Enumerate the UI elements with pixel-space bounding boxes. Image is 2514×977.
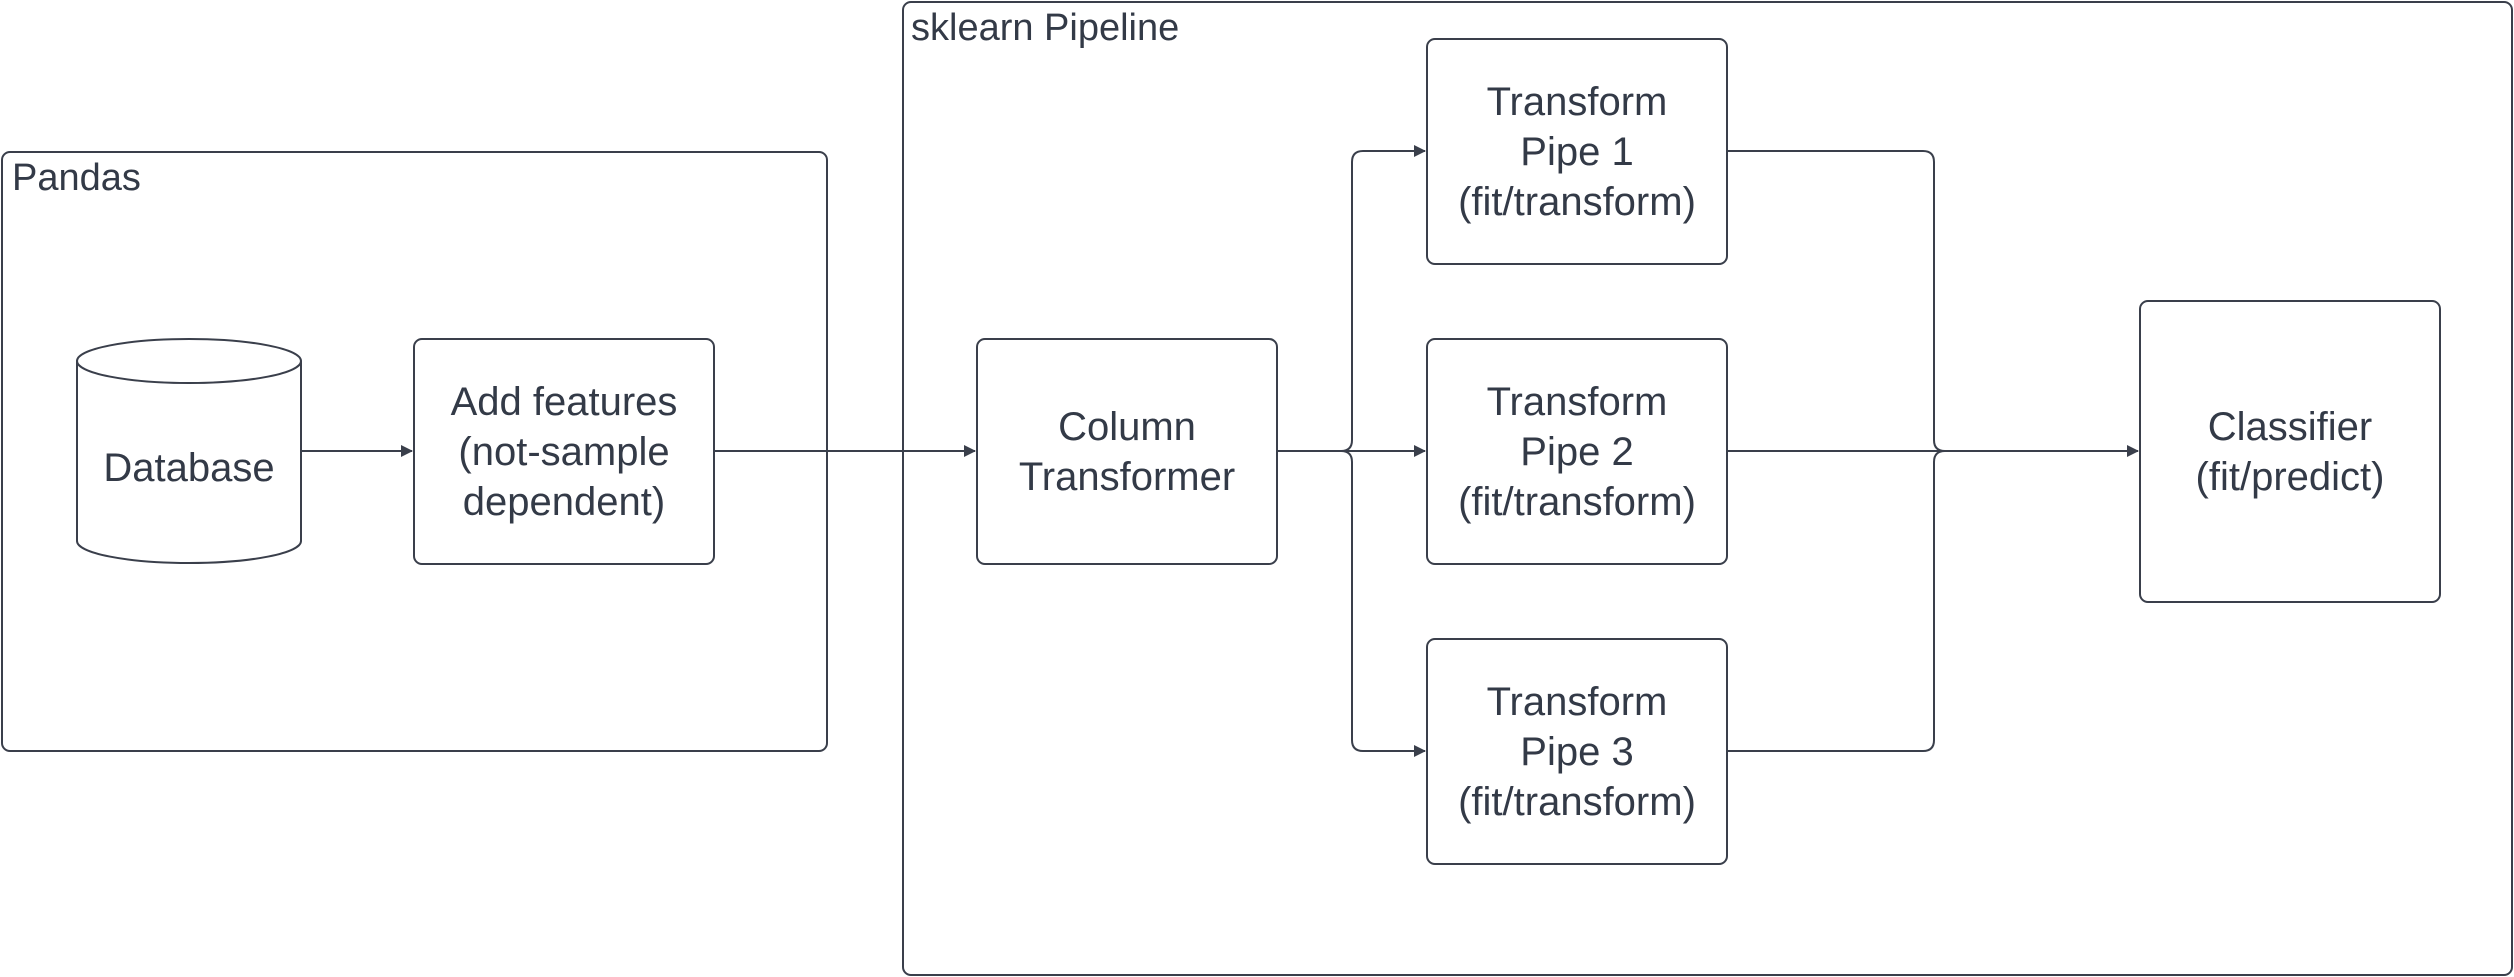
transform-pipe-1-label: Transform Pipe 1 (fit/transform) xyxy=(1427,39,1727,264)
column-transformer-label-text: Column Transformer xyxy=(1018,404,1236,499)
pandas-container-label: Pandas xyxy=(12,157,141,199)
edge-pipe-1-to-classifier xyxy=(1727,150,1946,452)
database-cylinder-top xyxy=(76,338,302,384)
transform-pipe-3-label: Transform Pipe 3 (fit/transform) xyxy=(1427,639,1727,864)
classifier-node xyxy=(2139,300,2441,603)
database-cylinder-body xyxy=(76,361,302,564)
transform-pipe-2-label: Transform Pipe 2 (fit/transform) xyxy=(1427,339,1727,564)
database-node xyxy=(76,338,302,564)
sklearn-pipeline-container-label: sklearn Pipeline xyxy=(911,7,1180,49)
edge-column-transformer-to-pipe-1 xyxy=(1277,145,1426,452)
classifier-label: Classifier (fit/predict) xyxy=(2140,301,2440,602)
edge-pipe-3-to-classifier xyxy=(1727,450,1946,752)
add-features-label-text: Add features (not-sample dependent) xyxy=(450,379,678,524)
transform-pipe-2-label-text: Transform Pipe 2 (fit/transform) xyxy=(1458,379,1696,524)
database-label: Database xyxy=(77,383,301,553)
transform-pipe-3-label-text: Transform Pipe 3 (fit/transform) xyxy=(1458,679,1696,824)
edge-column-transformer-to-pipe-3 xyxy=(1277,450,1426,757)
sklearn-pipeline-container xyxy=(902,1,2513,976)
column-transformer-label: Column Transformer xyxy=(977,339,1277,564)
add-features-label: Add features (not-sample dependent) xyxy=(414,339,714,564)
transform-pipe-1-label-text: Transform Pipe 1 (fit/transform) xyxy=(1458,79,1696,224)
classifier-label-text: Classifier (fit/predict) xyxy=(2195,404,2385,499)
database-label-text: Database xyxy=(103,446,275,490)
